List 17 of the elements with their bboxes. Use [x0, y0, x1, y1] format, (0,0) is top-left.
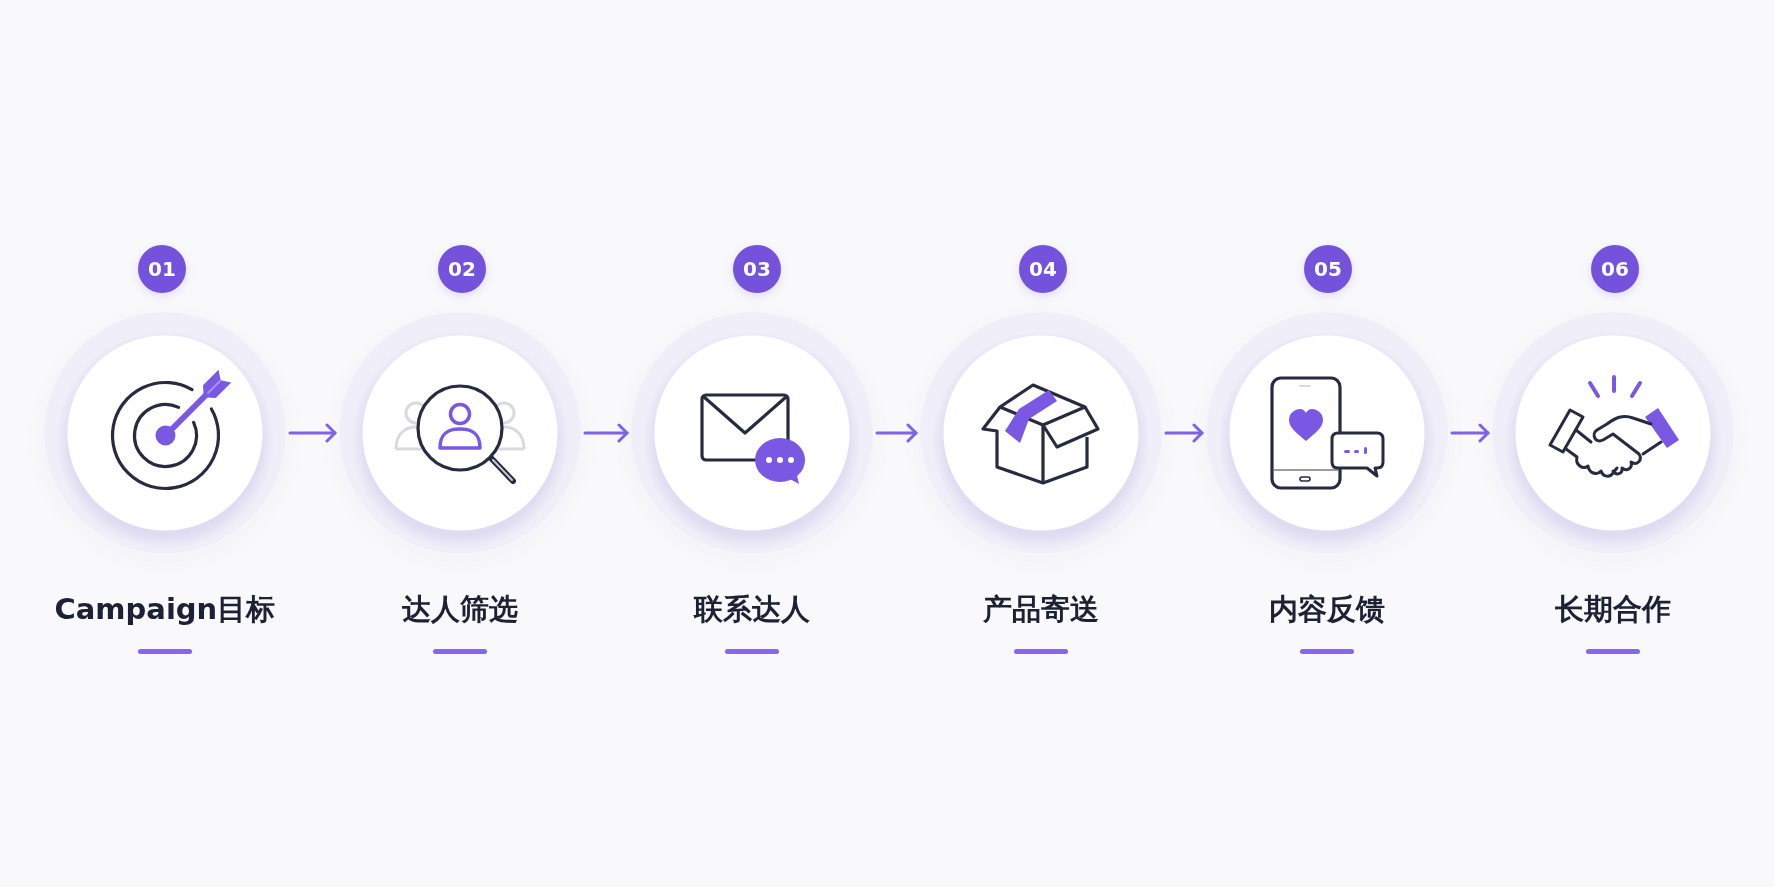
number-badge: 06 [1591, 245, 1639, 293]
arrow [1164, 423, 1204, 443]
step-label: 内容反馈 [1269, 591, 1385, 627]
number-badge: 03 [733, 245, 781, 293]
step-label: 达人筛选 [402, 591, 518, 627]
arrow [583, 423, 629, 443]
arrow [1450, 423, 1490, 443]
arrow [288, 423, 337, 443]
step-label: 产品寄送 [983, 591, 1099, 627]
number-badge: 05 [1304, 245, 1352, 293]
number-badge: 02 [438, 245, 486, 293]
step-label: Campaign目标 [54, 591, 276, 627]
number-badge: 01 [138, 245, 186, 293]
step-label: 长期合作 [1555, 591, 1671, 627]
number-badge: 04 [1019, 245, 1067, 293]
step-label: 联系达人 [694, 591, 810, 627]
arrow [875, 423, 918, 443]
